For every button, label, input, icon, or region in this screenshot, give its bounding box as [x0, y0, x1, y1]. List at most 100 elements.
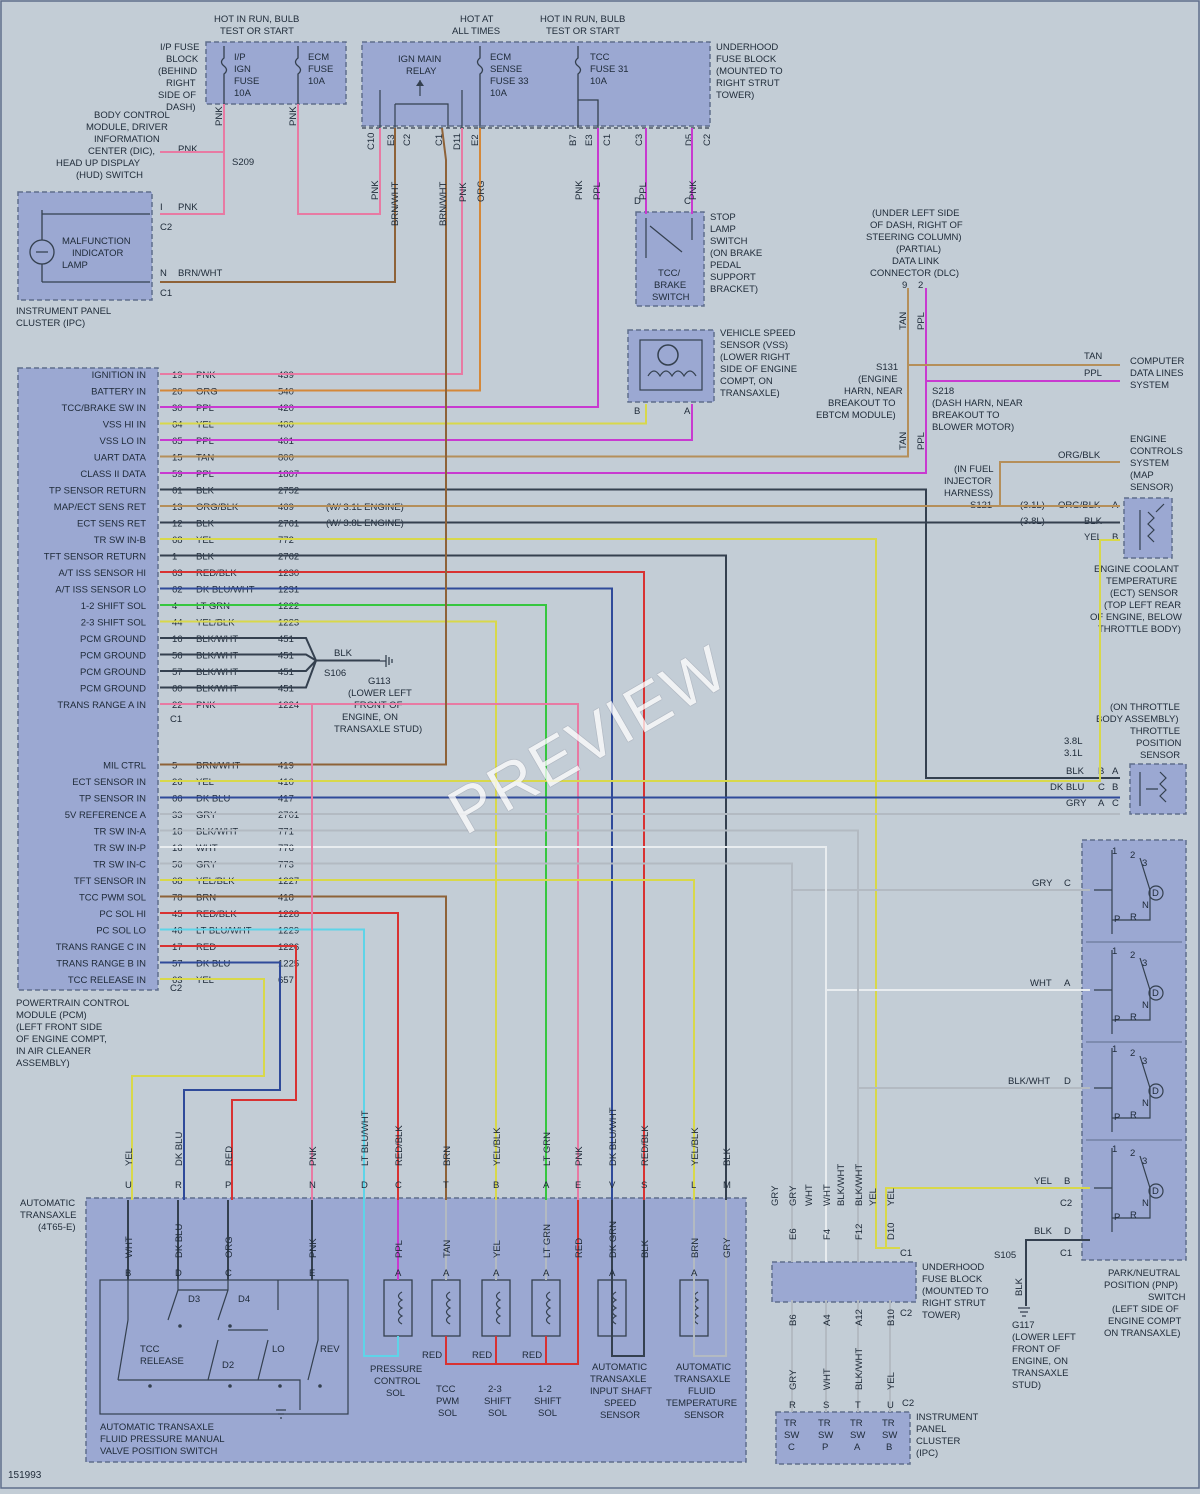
svg-text:D: D	[1064, 1076, 1071, 1087]
svg-text:B: B	[1112, 782, 1118, 793]
svg-text:LAMP: LAMP	[710, 224, 736, 235]
connector-pin-label: F12	[854, 1224, 865, 1240]
d-indicator-label: D	[1152, 988, 1159, 999]
d-indicator-icon	[1148, 885, 1164, 901]
pcm-circuit-number: 1228	[278, 909, 299, 920]
connector-pin-label: A	[609, 1268, 616, 1279]
pcm-pin-color: YEL	[196, 777, 214, 788]
wire-color-label: PNK	[308, 1146, 319, 1166]
pcm-pin-number: 17	[172, 942, 183, 953]
pcm-circuit-number: 451	[278, 634, 294, 645]
wire-pcm-ground	[160, 637, 317, 661]
pcm-pin-number: 61	[172, 486, 183, 497]
svg-text:STUD): STUD)	[1012, 1380, 1041, 1391]
wire-color-label: BRN	[690, 1238, 701, 1258]
svg-text:E3: E3	[584, 134, 595, 146]
svg-text:C1: C1	[900, 1248, 912, 1259]
pcm-pin-color: GRY	[196, 860, 217, 871]
svg-text:(ON BRAKE: (ON BRAKE	[710, 248, 762, 259]
pcm-pin-number: 19	[172, 370, 183, 381]
pcm-pin-name: TR SW IN-C	[93, 860, 146, 871]
pcm-circuit-number: 401	[278, 436, 294, 447]
svg-text:OF ENGINE, BELOW: OF ENGINE, BELOW	[1090, 612, 1182, 623]
pcm-pin-name: TFT SENSOR RETURN	[44, 552, 146, 563]
connector-pin-label: A4	[822, 1314, 833, 1326]
svg-text:HEAD UP DISPLAY: HEAD UP DISPLAY	[56, 158, 141, 169]
tr-sw-label: TR	[784, 1418, 797, 1429]
wire-pnp-a	[825, 847, 1090, 991]
pcm-circuit-number: 418	[278, 893, 294, 904]
connector-pin-label: T	[855, 1400, 861, 1411]
wire-pnk-ipc	[160, 104, 225, 215]
wire-color-label: RED/BLK	[394, 1125, 405, 1166]
svg-text:INSTRUMENT PANEL: INSTRUMENT PANEL	[16, 306, 111, 317]
pcm-circuit-number: 439	[278, 370, 294, 381]
svg-text:B: B	[634, 406, 640, 417]
pcm-pin-color: BLK/WHT	[196, 651, 238, 662]
d-indicator-label: D	[1152, 888, 1159, 899]
wire-trans-range-b	[160, 961, 281, 1200]
svg-text:STOP: STOP	[710, 212, 736, 223]
pcm-pin-number: 68	[172, 876, 183, 887]
wire-color-label: YEL	[124, 1148, 135, 1166]
connector-pin-label: A12	[854, 1309, 865, 1326]
tcc-pwm-solenoid-coil-icon	[445, 1291, 452, 1325]
svg-text:C1: C1	[602, 134, 613, 146]
svg-text:FUSE BLOCK: FUSE BLOCK	[716, 54, 777, 65]
connector-pin-label: A	[543, 1180, 550, 1191]
svg-text:CONTROLS: CONTROLS	[1130, 446, 1183, 457]
wire-color-label: LT BLU/WHT	[360, 1110, 371, 1166]
svg-text:10A: 10A	[490, 88, 508, 99]
pcm-pin-color: DK BLU	[196, 959, 230, 970]
svg-text:C2: C2	[1060, 1198, 1072, 1209]
pcm-circuit-number: 1224	[278, 700, 299, 711]
pcm-pin-number: 33	[172, 810, 183, 821]
wire-tft-internal	[693, 1200, 727, 1357]
svg-text:S131: S131	[876, 362, 898, 373]
svg-text:CONTROL: CONTROL	[374, 1376, 420, 1387]
svg-text:(ECT) SENSOR: (ECT) SENSOR	[1110, 588, 1178, 599]
svg-text:COMPUTER: COMPUTER	[1130, 356, 1185, 367]
tps-pot-icon	[1139, 771, 1167, 806]
pnp-position-label: R	[1130, 1210, 1137, 1221]
svg-text:RED: RED	[422, 1350, 442, 1361]
pcm-pin-number: 68	[172, 535, 183, 546]
svg-text:RELAY: RELAY	[406, 66, 437, 77]
pcm-pin-color: WHT	[196, 843, 218, 854]
pcm-circuit-number: 420	[278, 403, 294, 414]
connector-pin-label: A	[691, 1268, 698, 1279]
wire-pc-internal	[363, 1200, 399, 1357]
svg-text:A: A	[1064, 978, 1071, 989]
svg-text:TRANSAXLE): TRANSAXLE)	[720, 388, 780, 399]
pcm-pin-name: TFT SENSOR IN	[74, 876, 146, 887]
pcm-pin-color: DK BLU	[196, 794, 230, 805]
svg-text:ENGINE, ON: ENGINE, ON	[1012, 1356, 1068, 1367]
svg-text:SPEED: SPEED	[604, 1398, 636, 1409]
pcm-circuit-number: 772	[278, 535, 294, 546]
pcm-pin-color: BLK/WHT	[196, 667, 238, 678]
svg-text:B: B	[1064, 1176, 1070, 1187]
pcm-circuit-number: 410	[278, 777, 294, 788]
svg-text:(LOWER LEFT: (LOWER LEFT	[348, 688, 412, 699]
pcm-circuit-number: 451	[278, 651, 294, 662]
pcm-pin-number: 62	[172, 585, 183, 596]
wire-pnk-ecm	[297, 104, 381, 215]
shift-23-solenoid-coil-icon	[495, 1291, 502, 1325]
wire-ipc-trsw	[791, 1300, 891, 1412]
pcm-pin-color: RED	[196, 942, 216, 953]
wire-color-label: TAN	[442, 1240, 453, 1258]
svg-text:A: A	[1098, 798, 1105, 809]
svg-text:C1: C1	[160, 288, 172, 299]
wire-color-label: BLK	[640, 1239, 651, 1258]
pcm-pin-color: YEL/BLK	[196, 876, 235, 887]
connector-pin-label: P	[225, 1180, 231, 1191]
pcm-circuit-number: 1226	[278, 942, 299, 953]
svg-text:TAN: TAN	[898, 432, 909, 450]
pcm-circuit-number: 1223	[278, 618, 299, 629]
